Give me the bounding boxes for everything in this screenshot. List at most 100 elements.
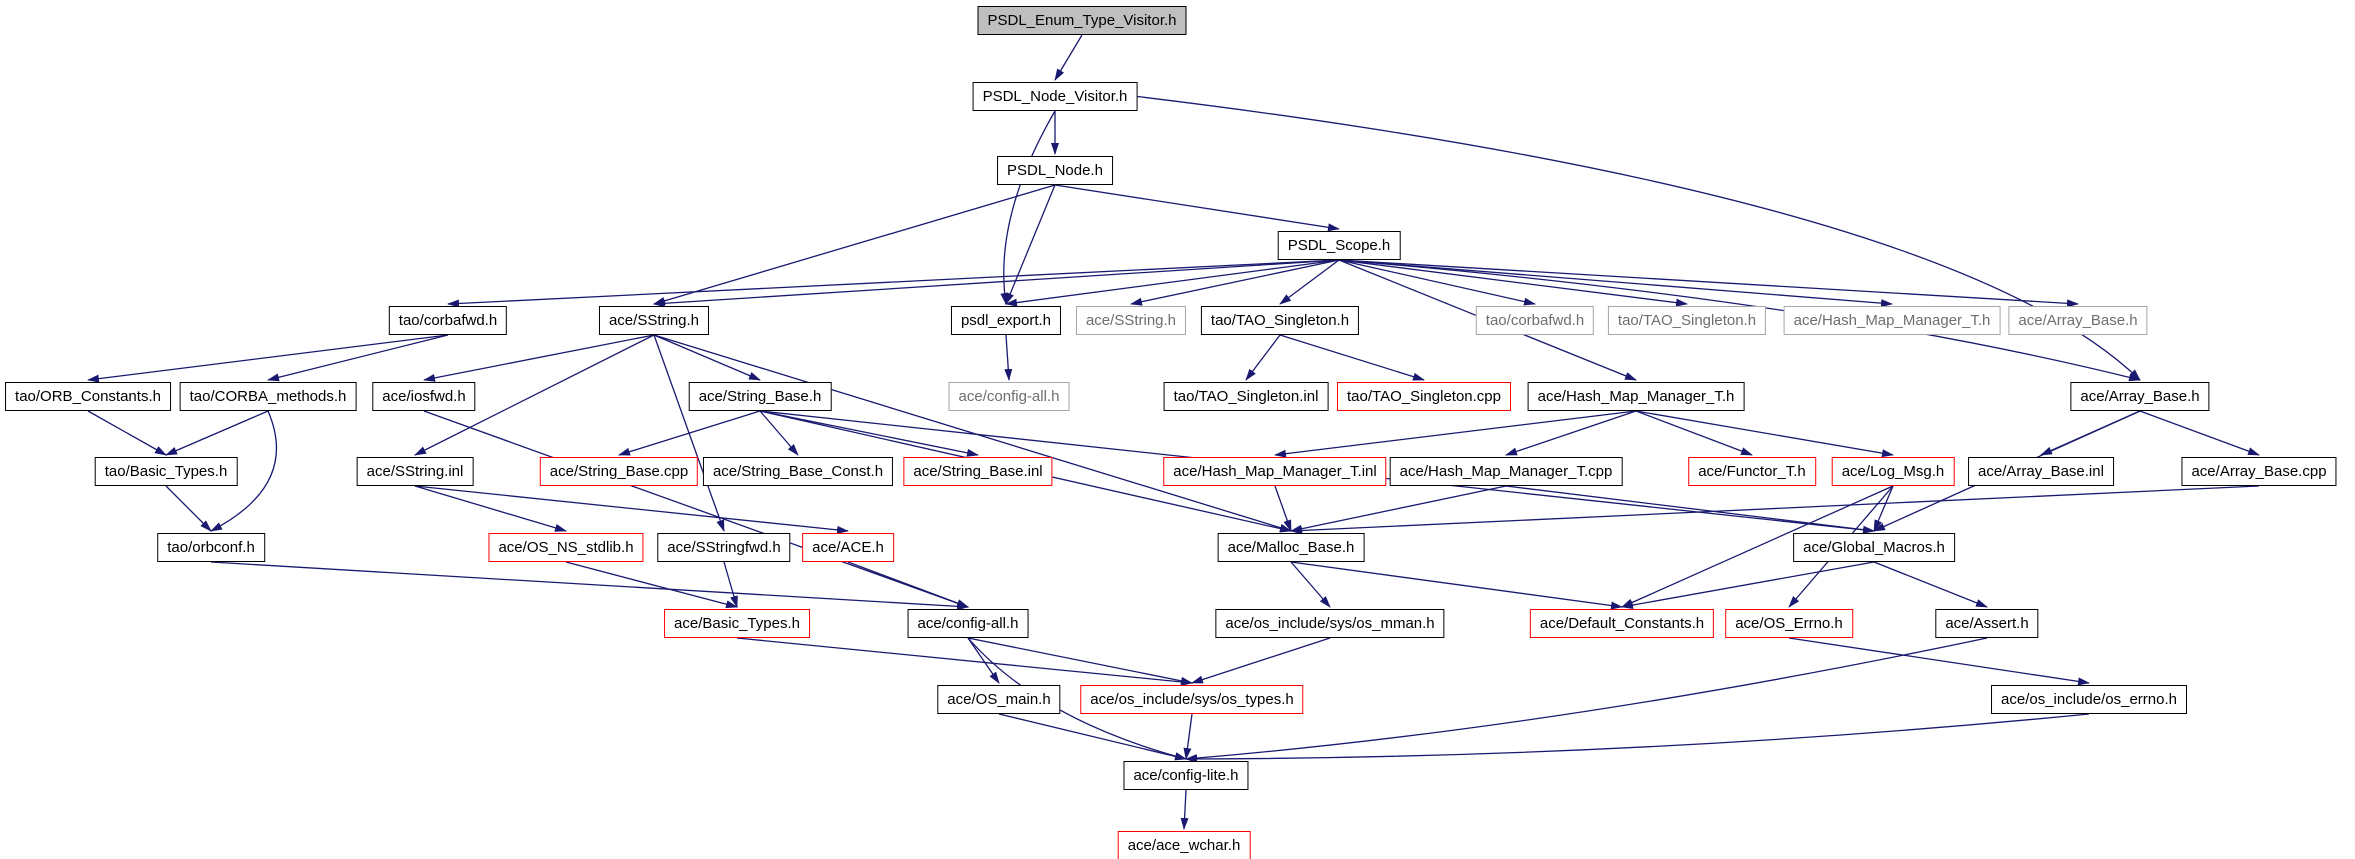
node-ace-sstring-inl[interactable]: ace/SString.inl — [356, 457, 474, 486]
edge-40-45 — [967, 637, 1000, 684]
edge-47-48 — [1185, 713, 2090, 763]
node-ace-config-lite-h[interactable]: ace/config-lite.h — [1123, 761, 1249, 790]
node-tao-corba-methods-h[interactable]: tao/CORBA_methods.h — [179, 382, 357, 411]
edge-3-7 — [1130, 259, 1340, 306]
edge-3-4 — [447, 259, 1340, 308]
node-ace-functor-t-h[interactable]: ace/Functor_T.h — [1688, 457, 1816, 486]
edge-28-38 — [1505, 485, 1875, 534]
edge-16-24 — [618, 410, 761, 456]
node-ace-basic-types-h[interactable]: ace/Basic_Types.h — [664, 609, 810, 638]
edge-23-34 — [414, 485, 567, 532]
edge-4-14 — [267, 334, 449, 382]
node-ace-global-macros-h[interactable]: ace/Global_Macros.h — [1793, 533, 1955, 562]
node-tao-corbafwd-h[interactable]: tao/corbafwd.h — [1475, 306, 1595, 335]
edge-35-39 — [723, 561, 738, 608]
edge-5-16 — [653, 334, 761, 381]
node-ace-ace-wchar-h[interactable]: ace/ace_wchar.h — [1117, 831, 1251, 859]
edge-20-28 — [1505, 410, 1637, 456]
edge-45-48 — [998, 713, 1187, 761]
node-ace-array-base-h[interactable]: ace/Array_Base.h — [2070, 382, 2210, 411]
node-ace-iosfwd-h[interactable]: ace/iosfwd.h — [372, 382, 476, 411]
edge-34-39 — [565, 561, 738, 609]
node-ace-default-constants-h[interactable]: ace/Default_Constants.h — [1529, 609, 1715, 638]
node-tao-tao-singleton-h[interactable]: tao/TAO_Singleton.h — [1200, 306, 1360, 335]
node-ace-hash-map-manager-t-inl[interactable]: ace/Hash_Map_Manager_T.inl — [1163, 457, 1387, 486]
edge-3-10 — [1338, 259, 1688, 307]
node-ace-os-ns-stdlib-h[interactable]: ace/OS_NS_stdlib.h — [488, 533, 644, 562]
edge-5-37 — [653, 334, 1292, 532]
edge-38-42 — [1621, 561, 1875, 610]
edge-6-17 — [1004, 334, 1013, 381]
edge-28-37 — [1290, 485, 1507, 533]
edge-48-49 — [1180, 789, 1189, 830]
node-ace-string-base-inl[interactable]: ace/String_Base.inl — [903, 457, 1053, 486]
node-tao-orb-constants-h[interactable]: tao/ORB_Constants.h — [5, 382, 171, 411]
edge-32-37 — [1290, 485, 2260, 535]
node-ace-array-base-h[interactable]: ace/Array_Base.h — [2008, 306, 2148, 335]
node-ace-sstringfwd-h[interactable]: ace/SStringfwd.h — [657, 533, 791, 562]
edge-22-33 — [165, 485, 212, 532]
node-psdl-export-h[interactable]: psdl_export.h — [950, 306, 1062, 335]
edge-4-13 — [87, 334, 449, 383]
edge-5-15 — [423, 334, 655, 382]
edge-3-6 — [1005, 259, 1340, 307]
edge-1-6 — [1000, 110, 1056, 305]
node-tao-corbafwd-h[interactable]: tao/corbafwd.h — [388, 306, 508, 335]
node-psdl-node-h[interactable]: PSDL_Node.h — [997, 156, 1113, 185]
node-ace-string-base-cpp[interactable]: ace/String_Base.cpp — [539, 457, 699, 486]
edge-15-40 — [423, 410, 969, 608]
node-psdl-scope-h[interactable]: PSDL_Scope.h — [1277, 231, 1401, 260]
node-tao-basic-types-h[interactable]: tao/Basic_Types.h — [94, 457, 238, 486]
edge-21-32 — [2139, 410, 2260, 456]
node-ace-hash-map-manager-t-h[interactable]: ace/Hash_Map_Manager_T.h — [1783, 306, 2001, 335]
node-psdl-node-visitor-h[interactable]: PSDL_Node_Visitor.h — [972, 82, 1138, 111]
edge-20-27 — [1274, 410, 1637, 458]
node-ace-hash-map-manager-t-h[interactable]: ace/Hash_Map_Manager_T.h — [1527, 382, 1745, 411]
edge-14-33 — [210, 410, 277, 532]
node-ace-log-msg-h[interactable]: ace/Log_Msg.h — [1831, 457, 1955, 486]
node-tao-tao-singleton-inl[interactable]: tao/TAO_Singleton.inl — [1163, 382, 1329, 411]
node-tao-tao-singleton-cpp[interactable]: tao/TAO_Singleton.cpp — [1337, 382, 1511, 411]
node-ace-os-errno-h[interactable]: ace/OS_Errno.h — [1725, 609, 1853, 638]
edge-2-3 — [1054, 184, 1340, 232]
node-ace-os-include-sys-os-types-h[interactable]: ace/os_include/sys/os_types.h — [1080, 685, 1304, 714]
edge-20-29 — [1635, 410, 1753, 456]
edge-8-18 — [1245, 334, 1281, 381]
node-ace-ace-h[interactable]: ace/ACE.h — [802, 533, 894, 562]
node-ace-sstring-h[interactable]: ace/SString.h — [1075, 306, 1187, 335]
edge-0-1 — [1054, 34, 1083, 81]
edge-16-26 — [759, 410, 979, 457]
edge-3-9 — [1338, 259, 1536, 306]
edge-3-11 — [1338, 259, 1893, 308]
node-tao-tao-singleton-h[interactable]: tao/TAO_Singleton.h — [1607, 306, 1767, 335]
node-ace-config-all-h[interactable]: ace/config-all.h — [948, 382, 1070, 411]
edge-2-6 — [1005, 184, 1056, 305]
edge-13-22 — [87, 410, 167, 456]
node-ace-string-base-const-h[interactable]: ace/String_Base_Const.h — [702, 457, 894, 486]
edge-39-46 — [736, 637, 1193, 686]
node-ace-hash-map-manager-t-cpp[interactable]: ace/Hash_Map_Manager_T.cpp — [1389, 457, 1623, 486]
node-ace-os-include-sys-os-mman-h[interactable]: ace/os_include/sys/os_mman.h — [1215, 609, 1445, 638]
edge-44-48 — [1185, 637, 1988, 763]
node-ace-os-main-h[interactable]: ace/OS_main.h — [937, 685, 1061, 714]
edge-37-42 — [1290, 561, 1623, 610]
node-ace-assert-h[interactable]: ace/Assert.h — [1935, 609, 2039, 638]
node-psdl-enum-type-visitor-h[interactable]: PSDL_Enum_Type_Visitor.h — [977, 6, 1187, 35]
edge-30-42 — [1621, 485, 1894, 608]
node-ace-sstring-h[interactable]: ace/SString.h — [598, 306, 710, 335]
edge-23-36 — [414, 485, 849, 534]
node-ace-string-base-h[interactable]: ace/String_Base.h — [688, 382, 832, 411]
node-ace-array-base-cpp[interactable]: ace/Array_Base.cpp — [2181, 457, 2337, 486]
node-ace-os-include-os-errno-h[interactable]: ace/os_include/os_errno.h — [1991, 685, 2187, 714]
edge-20-30 — [1635, 410, 1894, 458]
edge-8-19 — [1279, 334, 1425, 381]
node-ace-array-base-inl[interactable]: ace/Array_Base.inl — [1968, 457, 2114, 486]
node-ace-config-all-h[interactable]: ace/config-all.h — [907, 609, 1029, 638]
node-tao-orbconf-h[interactable]: tao/orbconf.h — [157, 533, 265, 562]
edge-5-23 — [414, 334, 655, 456]
edge-27-37 — [1274, 485, 1292, 532]
edge-2-5 — [653, 184, 1056, 305]
node-ace-malloc-base-h[interactable]: ace/Malloc_Base.h — [1217, 533, 1365, 562]
